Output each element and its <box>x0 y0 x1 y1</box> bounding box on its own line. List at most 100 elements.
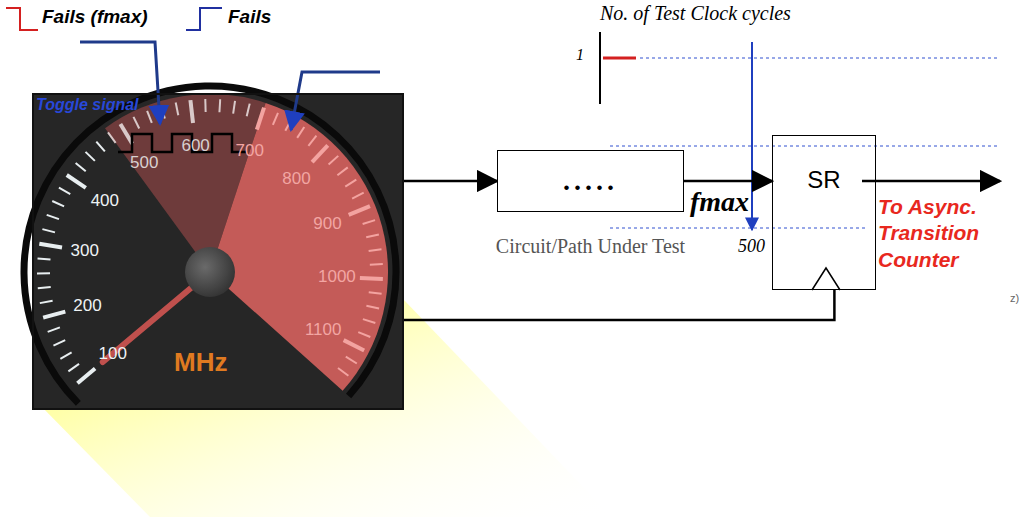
dial-tick <box>52 201 64 206</box>
dial-tick <box>358 332 370 337</box>
dial-tick <box>338 368 348 376</box>
dial-number: 1000 <box>318 267 356 287</box>
dial-tick <box>42 229 55 232</box>
dial-tick <box>96 142 105 152</box>
dial-tick <box>247 104 250 117</box>
fmax-label: fmax <box>690 186 749 218</box>
dial-tick <box>312 145 328 162</box>
dial-tick <box>161 106 165 118</box>
output-wire <box>862 180 1000 183</box>
dial-tick <box>77 368 95 383</box>
dial-tick <box>360 276 383 281</box>
dial-tick <box>147 111 152 123</box>
dial-tick <box>204 99 206 112</box>
dial-tick <box>37 272 50 274</box>
falling-edge-icon <box>6 8 38 30</box>
dial-tick <box>363 319 375 323</box>
dial-tick <box>363 220 375 224</box>
dial-tick <box>297 127 304 138</box>
shift-register: SR <box>772 135 876 290</box>
dial-tick <box>190 100 193 123</box>
dial-number: 400 <box>91 191 119 211</box>
dial-tick <box>345 180 356 187</box>
clock-input <box>812 268 840 290</box>
dial-tick <box>308 136 316 146</box>
note-mark: z) <box>1010 292 1019 304</box>
dial-tick <box>337 167 347 175</box>
dial-tick <box>38 259 51 260</box>
gauge-hub <box>185 247 235 297</box>
signal-wire <box>684 180 772 183</box>
dial-tick <box>68 364 79 371</box>
cycle-count: 500 <box>738 236 765 257</box>
gauge-panel <box>32 93 404 410</box>
dial-tick <box>133 117 139 129</box>
dial-tick <box>352 193 364 199</box>
unit-label: MHz <box>174 347 227 378</box>
dial-tick <box>120 124 132 144</box>
signal-wire <box>404 180 497 183</box>
dial-rim <box>24 86 396 403</box>
dial-number: 600 <box>181 136 209 156</box>
dial-tick <box>39 244 62 248</box>
grid-line <box>640 58 1000 59</box>
node-heading: Circuit/Path Under Test <box>496 235 685 258</box>
dial-tick <box>329 156 339 165</box>
clock-wire <box>404 290 834 320</box>
node-label: SR <box>773 166 875 194</box>
dial-tick <box>86 152 95 161</box>
dial-tick <box>43 312 65 318</box>
plot-axis <box>599 32 601 104</box>
fail-sector <box>210 103 388 391</box>
dial-tick <box>108 132 116 142</box>
dial-tick <box>40 301 53 303</box>
dial-tick <box>346 357 357 364</box>
signal-label: Toggle signal <box>36 96 139 114</box>
dial-tick <box>349 206 370 215</box>
dial-tick <box>48 327 60 331</box>
dial-tick <box>369 292 382 294</box>
fail-callout: Fails <box>228 6 271 28</box>
dial-tick <box>366 234 379 237</box>
dial-number: 800 <box>282 169 310 189</box>
plot-mark <box>603 57 636 60</box>
dial-number: 1100 <box>305 320 342 340</box>
dial-tick <box>369 249 382 251</box>
dial-number: 300 <box>71 241 99 261</box>
dial-number: 100 <box>99 344 127 364</box>
path-dots: ..... <box>498 151 683 211</box>
leader-line <box>291 72 380 130</box>
dial-tick <box>38 287 51 288</box>
grid-line <box>610 228 866 229</box>
dial-tick <box>344 340 364 350</box>
cycle-arrow <box>751 42 753 230</box>
output-label: To Async. Transition Counter <box>878 194 1020 273</box>
grid-line <box>610 146 1000 147</box>
circuit-box: .....Circuit/Path Under Test <box>497 150 684 212</box>
dial-tick <box>59 188 70 194</box>
dial-tick <box>233 101 235 114</box>
dial-tick <box>47 215 59 219</box>
fail-callout: Fails (fmax) <box>42 6 148 28</box>
dial-tick <box>60 352 71 359</box>
axis-tick: 1 <box>576 46 584 64</box>
dial-tick <box>76 163 86 171</box>
dial-number: 900 <box>313 214 341 234</box>
axis-title: No. of Test Clock cycles <box>600 2 791 25</box>
dial-tick <box>370 263 383 266</box>
gauge-panel: Toggle signal 100 200 300 400 500 600 700 800 900… <box>32 93 404 410</box>
rising-edge-icon <box>186 8 222 30</box>
dial-tick <box>366 306 379 309</box>
dial-tick <box>257 108 264 130</box>
dial-number: 700 <box>235 141 263 161</box>
dial-tick <box>176 102 179 115</box>
gauge-dial <box>24 86 396 403</box>
dial-tick <box>67 175 86 188</box>
dial-tick <box>273 113 278 125</box>
dial-number: 500 <box>130 153 158 173</box>
dial-number: 200 <box>73 296 101 316</box>
dial-tick <box>53 340 65 346</box>
dial-tick <box>218 99 221 112</box>
